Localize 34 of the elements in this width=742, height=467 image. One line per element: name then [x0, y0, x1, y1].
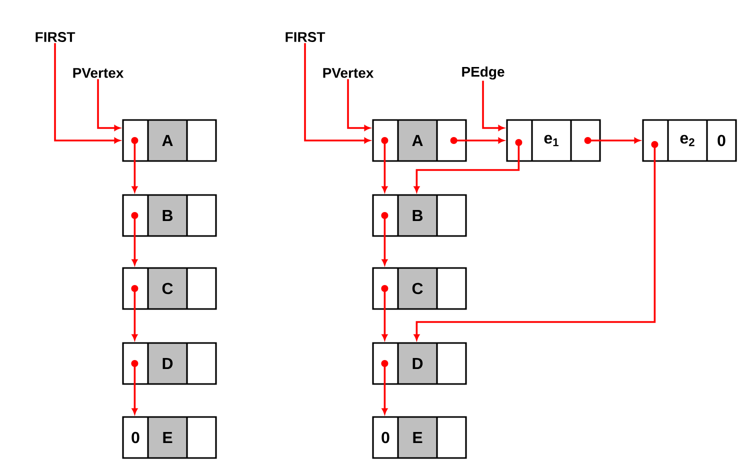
pointer-arrow	[381, 285, 388, 340]
pointer-arrow	[131, 285, 138, 340]
record-box: e$_{2}$ 0	[642, 119, 737, 162]
record-box: C	[372, 267, 467, 310]
pointer-arrow	[450, 137, 504, 144]
pointer-arrow	[347, 79, 370, 131]
pointer-label: FIRST	[286, 32, 326, 42]
record-box: 0 E	[122, 416, 217, 459]
pointer-arrow	[97, 79, 120, 131]
record-box: A	[122, 119, 217, 162]
pointer-arrow	[482, 80, 504, 131]
record-box: A	[372, 119, 467, 162]
pointer-arrow	[381, 360, 388, 414]
pointer-arrow	[414, 139, 522, 192]
pointer-label: FIRST	[36, 32, 76, 42]
pointer-arrow	[584, 137, 640, 144]
record-box: B	[122, 194, 217, 237]
pointer-arrow	[131, 137, 138, 192]
record-box: e$_{1}$	[506, 119, 601, 162]
record-box: C	[122, 267, 217, 310]
pointer-arrow	[381, 212, 388, 266]
pointer-arrow	[131, 212, 138, 266]
pointer-label: PVertex	[73, 68, 124, 78]
pointer-arrow	[414, 141, 658, 340]
pointer-arrow	[131, 360, 138, 414]
pointer-label: PVertex	[323, 68, 374, 78]
pointer-arrow	[304, 43, 370, 144]
pointer-arrow	[54, 43, 120, 144]
record-box: D	[372, 342, 467, 385]
pointer-label: PEdge	[462, 66, 504, 80]
record-box: 0 E	[372, 416, 467, 459]
record-box: D	[122, 342, 217, 385]
pointer-arrow	[381, 137, 388, 192]
record-box: B	[372, 194, 467, 237]
